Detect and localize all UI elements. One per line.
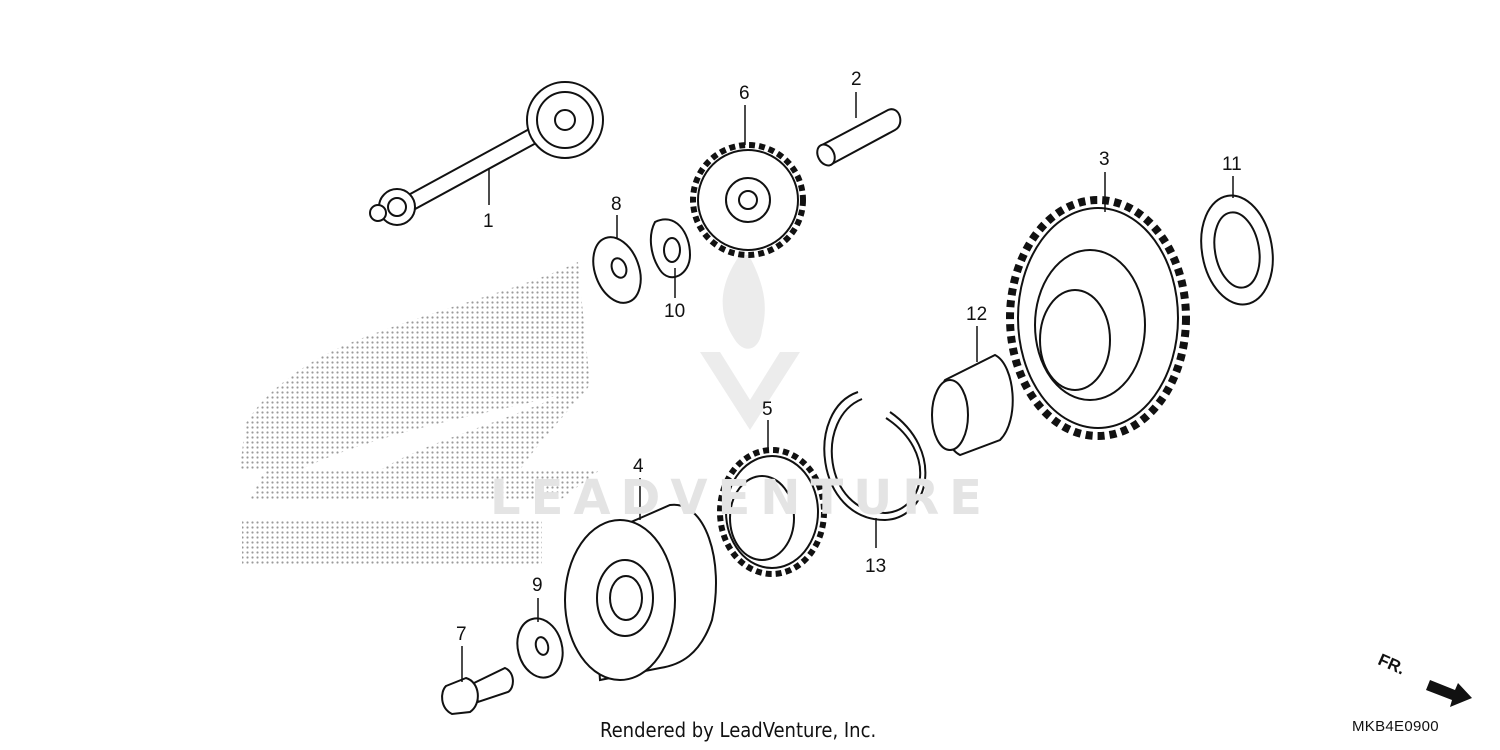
part-2-pin (816, 108, 902, 167)
leader-lines (461, 92, 1234, 682)
part-4-starter-clutch-outer (564, 503, 717, 682)
callout-4: 4 (633, 456, 644, 477)
part-3-starter-driven-gear (1006, 196, 1190, 440)
watermark-text: LEADVENTURE (490, 470, 992, 526)
callout-1: 1 (483, 211, 494, 232)
front-direction-arrow (1426, 680, 1472, 707)
callout-5: 5 (762, 399, 773, 420)
callout-3: 3 (1099, 149, 1110, 170)
honda-wing-logo (240, 262, 600, 566)
callout-6: 6 (739, 83, 750, 104)
part-1-idle-gear-shaft (369, 81, 604, 226)
callout-10: 10 (664, 301, 686, 322)
part-6-starter-idle-gear (690, 142, 806, 258)
part-13-snap-ring (823, 391, 927, 522)
part-9-washer (516, 617, 564, 679)
callout-2: 2 (851, 69, 862, 90)
callout-11: 11 (1222, 154, 1242, 175)
part-7-bolt (441, 666, 514, 716)
part-10-lock-plate (649, 218, 692, 279)
part-5-one-way-clutch (717, 447, 827, 577)
diagram-code: MKB4E0900 (1352, 718, 1439, 735)
part-11-thrust-washer (1200, 194, 1274, 306)
part-12-needle-bearing (931, 353, 1014, 457)
callout-7: 7 (456, 624, 467, 645)
callout-9: 9 (532, 575, 543, 596)
callout-13: 13 (865, 556, 887, 577)
part-8-washer (592, 236, 642, 304)
callout-12: 12 (966, 304, 988, 325)
leadventure-watermark-logo (700, 248, 800, 430)
footer-credit: Rendered by LeadVenture, Inc. (600, 718, 877, 742)
callout-8: 8 (611, 194, 622, 215)
